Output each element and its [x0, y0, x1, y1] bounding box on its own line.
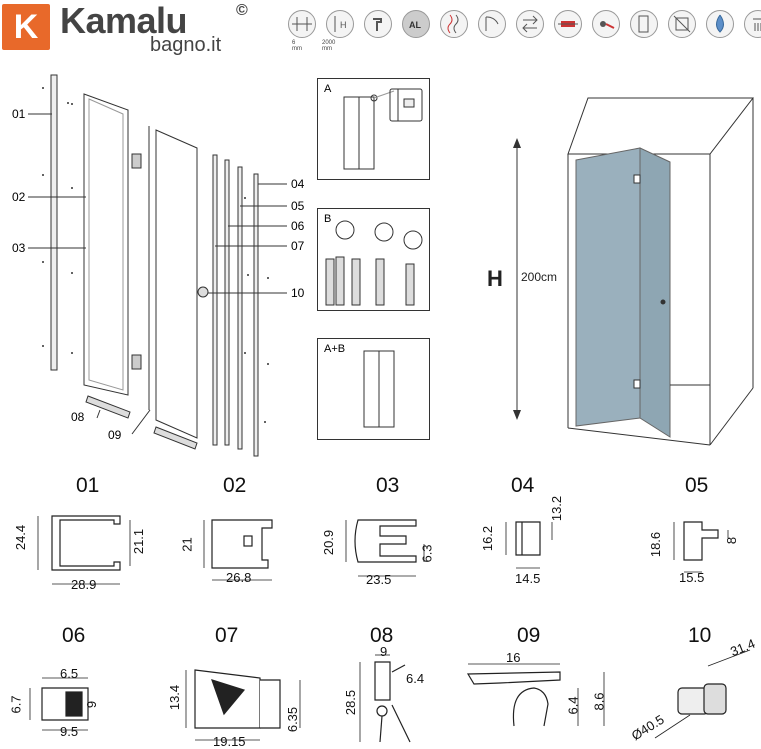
- profile-02-dim-height: 21: [179, 537, 195, 552]
- profile-07-dim-height: 13.4: [167, 684, 183, 711]
- install-panel-a-label: A: [324, 83, 332, 95]
- callout-06: 06: [291, 219, 305, 233]
- install-panel-a: A: [317, 78, 430, 180]
- install-panel-ab: A+B: [317, 338, 430, 440]
- handle-icon: [592, 10, 620, 38]
- drop-icon: [706, 10, 734, 38]
- svg-text:H: H: [340, 20, 347, 30]
- callout-10: 10: [291, 286, 305, 300]
- profile-06-dim-width: 9.5: [60, 724, 79, 739]
- svg-text:AL: AL: [409, 20, 421, 30]
- callout-08: 08: [71, 410, 85, 424]
- callout-02: 02: [12, 190, 26, 204]
- profile-03-dim-height: 20.9: [321, 529, 337, 556]
- profile-06-dim-top: 6.5: [60, 666, 79, 681]
- wave-icon: [440, 10, 468, 38]
- profile-03-dim-slot: 6.3: [419, 544, 435, 563]
- glass-panel-icon: [630, 10, 658, 38]
- install-panel-b-drawing: [325, 220, 423, 306]
- glass-thickness-caption: 6 mm: [292, 40, 302, 52]
- profile-09-dim-inner: 6.4: [565, 696, 581, 715]
- profile-04-dim-height: 16.2: [480, 525, 496, 552]
- profile-08-dim-height: 28.5: [343, 689, 359, 716]
- logo-name: Kamalu: [60, 0, 188, 41]
- height-icon: H: [326, 10, 354, 38]
- install-panel-b: B: [317, 208, 430, 311]
- profile-04-dim-width: 14.5: [515, 571, 541, 586]
- no-tool-icon: [668, 10, 696, 38]
- profile-06-dim-inner: 9: [84, 700, 100, 709]
- height-caption: 2000 mm: [322, 40, 336, 52]
- reversible-icon: [516, 10, 544, 38]
- logo-subtitle: bagno.it: [150, 34, 222, 56]
- profile-07-dim-lip: 6.35: [285, 706, 301, 733]
- height-letter: H: [487, 266, 503, 291]
- profile-09-dim-height: 8.6: [591, 692, 607, 711]
- profile-04-title: 04: [511, 474, 535, 497]
- profile-01-dim-inner: 21.1: [131, 528, 147, 555]
- profile-05-title: 05: [685, 474, 709, 497]
- install-panel-ab-drawing: [363, 350, 395, 428]
- door-swing-icon: [478, 10, 506, 38]
- profile-04-dim-inner: 13.2: [549, 495, 565, 522]
- aluminium-icon: AL: [402, 10, 430, 38]
- callout-04: 04: [291, 177, 305, 191]
- profile-05-dim-width: 15.5: [679, 570, 705, 585]
- callout-09: 09: [108, 428, 122, 442]
- height-value: 200cm: [521, 270, 558, 284]
- glass-thickness-icon: [288, 10, 316, 38]
- profile-01-dim-width: 28.9: [71, 577, 97, 592]
- profile-06-dim-height: 6.7: [8, 695, 24, 714]
- profile-05-dim-height: 18.6: [648, 531, 664, 558]
- callout-01: 01: [12, 107, 26, 121]
- profile-05-dim-slot: 8: [724, 536, 740, 545]
- profile-03-dim-width: 23.5: [366, 572, 392, 587]
- profile-03-title: 03: [376, 474, 400, 497]
- logo-copyright: ©: [236, 2, 248, 19]
- profile-08-dim-lip: 6.4: [406, 671, 425, 686]
- install-panel-b-label: B: [324, 213, 332, 225]
- logo-mark: K: [2, 4, 50, 50]
- profile-08-dim-top: 9: [380, 644, 388, 659]
- profile-10-title: 10: [688, 624, 712, 647]
- callout-07: 07: [291, 239, 305, 253]
- profile-06-title: 06: [62, 624, 86, 647]
- profile-01-title: 01: [76, 474, 100, 497]
- profile-09-title: 09: [517, 624, 541, 647]
- callout-03: 03: [12, 241, 26, 255]
- hammer-icon: [364, 10, 392, 38]
- callout-05: 05: [291, 199, 305, 213]
- install-panel-ab-label: A+B: [324, 343, 346, 355]
- profile-07-dim-width: 19.15: [213, 734, 246, 749]
- profile-02-title: 02: [223, 474, 247, 497]
- profile-02-dim-width: 26.8: [226, 570, 252, 585]
- profile-09-dim-width: 16: [506, 650, 521, 665]
- seal-icon: [554, 10, 582, 38]
- profile-08-title: 08: [370, 624, 394, 647]
- profile-01-dim-height: 24.4: [13, 524, 29, 551]
- profile-07-title: 07: [215, 624, 239, 647]
- install-panel-a-drawing: [343, 88, 423, 170]
